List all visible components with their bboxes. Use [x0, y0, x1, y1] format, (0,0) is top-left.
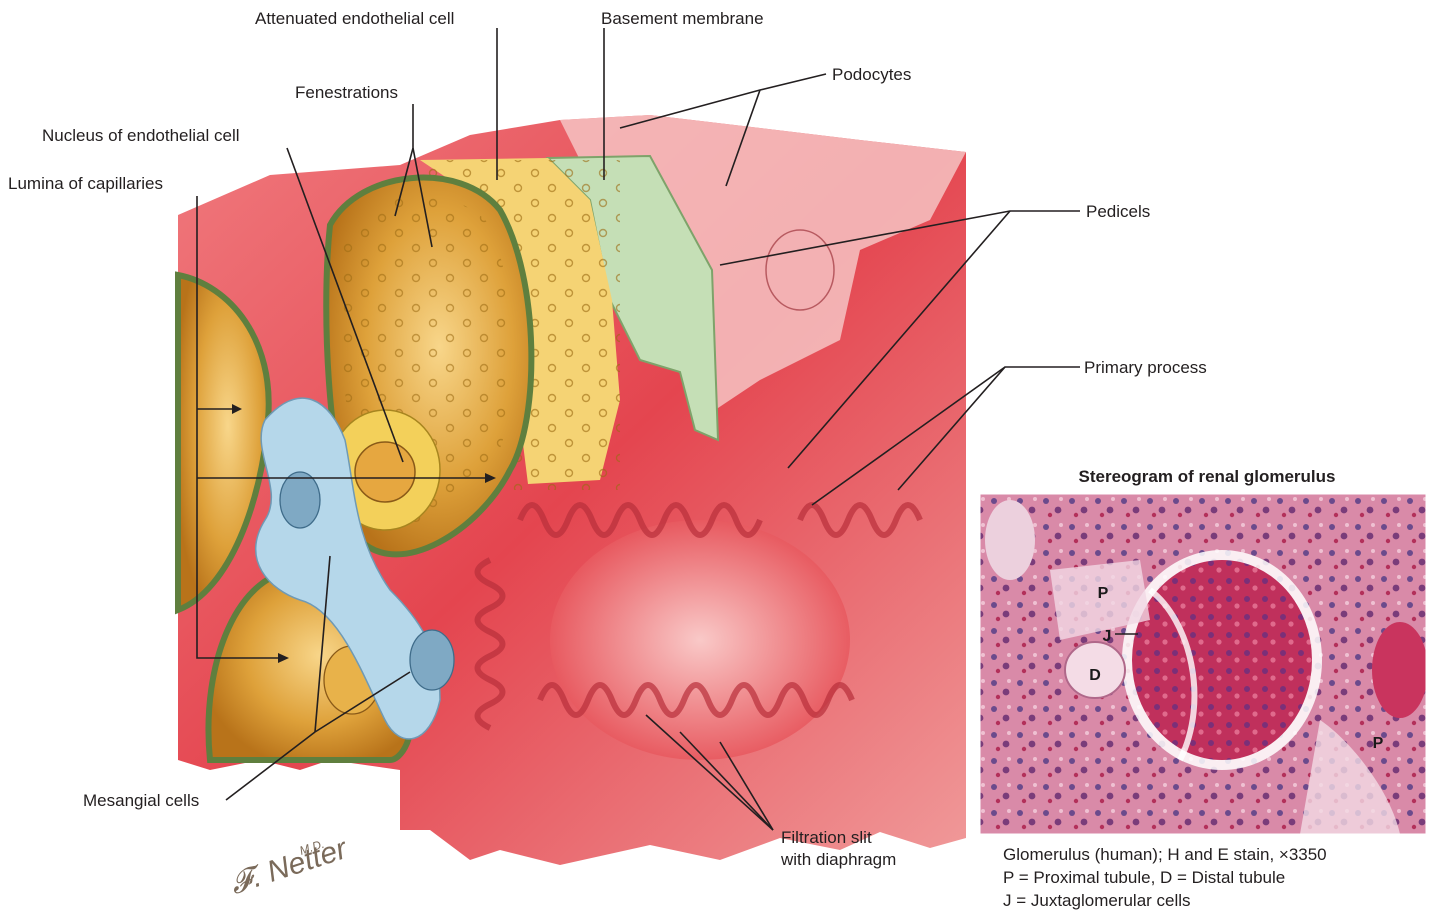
label-filtration-slit-2: with diaphragm	[780, 850, 896, 869]
marker-p-right: P	[1373, 735, 1384, 752]
marker-j: J	[1103, 628, 1112, 645]
label-podocytes: Podocytes	[832, 65, 911, 84]
podocyte-cell-body-bulge	[550, 520, 850, 760]
inset-title: Stereogram of renal glomerulus	[1079, 467, 1336, 486]
marker-d: D	[1089, 667, 1101, 684]
label-lumina-capillaries: Lumina of capillaries	[8, 174, 163, 193]
label-nucleus-endothelial: Nucleus of endothelial cell	[42, 126, 240, 145]
svg-text:𝓕. Netter: 𝓕. Netter	[226, 832, 352, 901]
inset-panel: Stereogram of renal glomerulus P J D P G…	[980, 467, 1428, 910]
illustration	[178, 115, 966, 865]
label-pedicels: Pedicels	[1086, 202, 1150, 221]
inset-caption-line-3: J = Juxtaglomerular cells	[1003, 891, 1191, 910]
label-basement-membrane: Basement membrane	[601, 9, 764, 28]
inset-caption-line-2: P = Proximal tubule, D = Distal tubule	[1003, 868, 1285, 887]
netter-signature: 𝓕. Netter M.D.	[226, 832, 352, 901]
label-primary-process: Primary process	[1084, 358, 1207, 377]
mesangial-nucleus-upper	[280, 472, 320, 528]
mesangial-nucleus-lower	[410, 630, 454, 690]
label-attenuated-endothelial-cell: Attenuated endothelial cell	[255, 9, 454, 28]
label-fenestrations: Fenestrations	[295, 83, 398, 102]
label-filtration-slit-1: Filtration slit	[781, 828, 872, 847]
inset-caption-line-1: Glomerulus (human); H and E stain, ×3350	[1003, 845, 1327, 864]
podocyte-nucleus	[766, 230, 834, 310]
label-mesangial-cells: Mesangial cells	[83, 791, 199, 810]
endothelial-nucleus	[355, 442, 415, 502]
micrograph-image	[980, 494, 1428, 834]
marker-p-top: P	[1098, 585, 1109, 602]
